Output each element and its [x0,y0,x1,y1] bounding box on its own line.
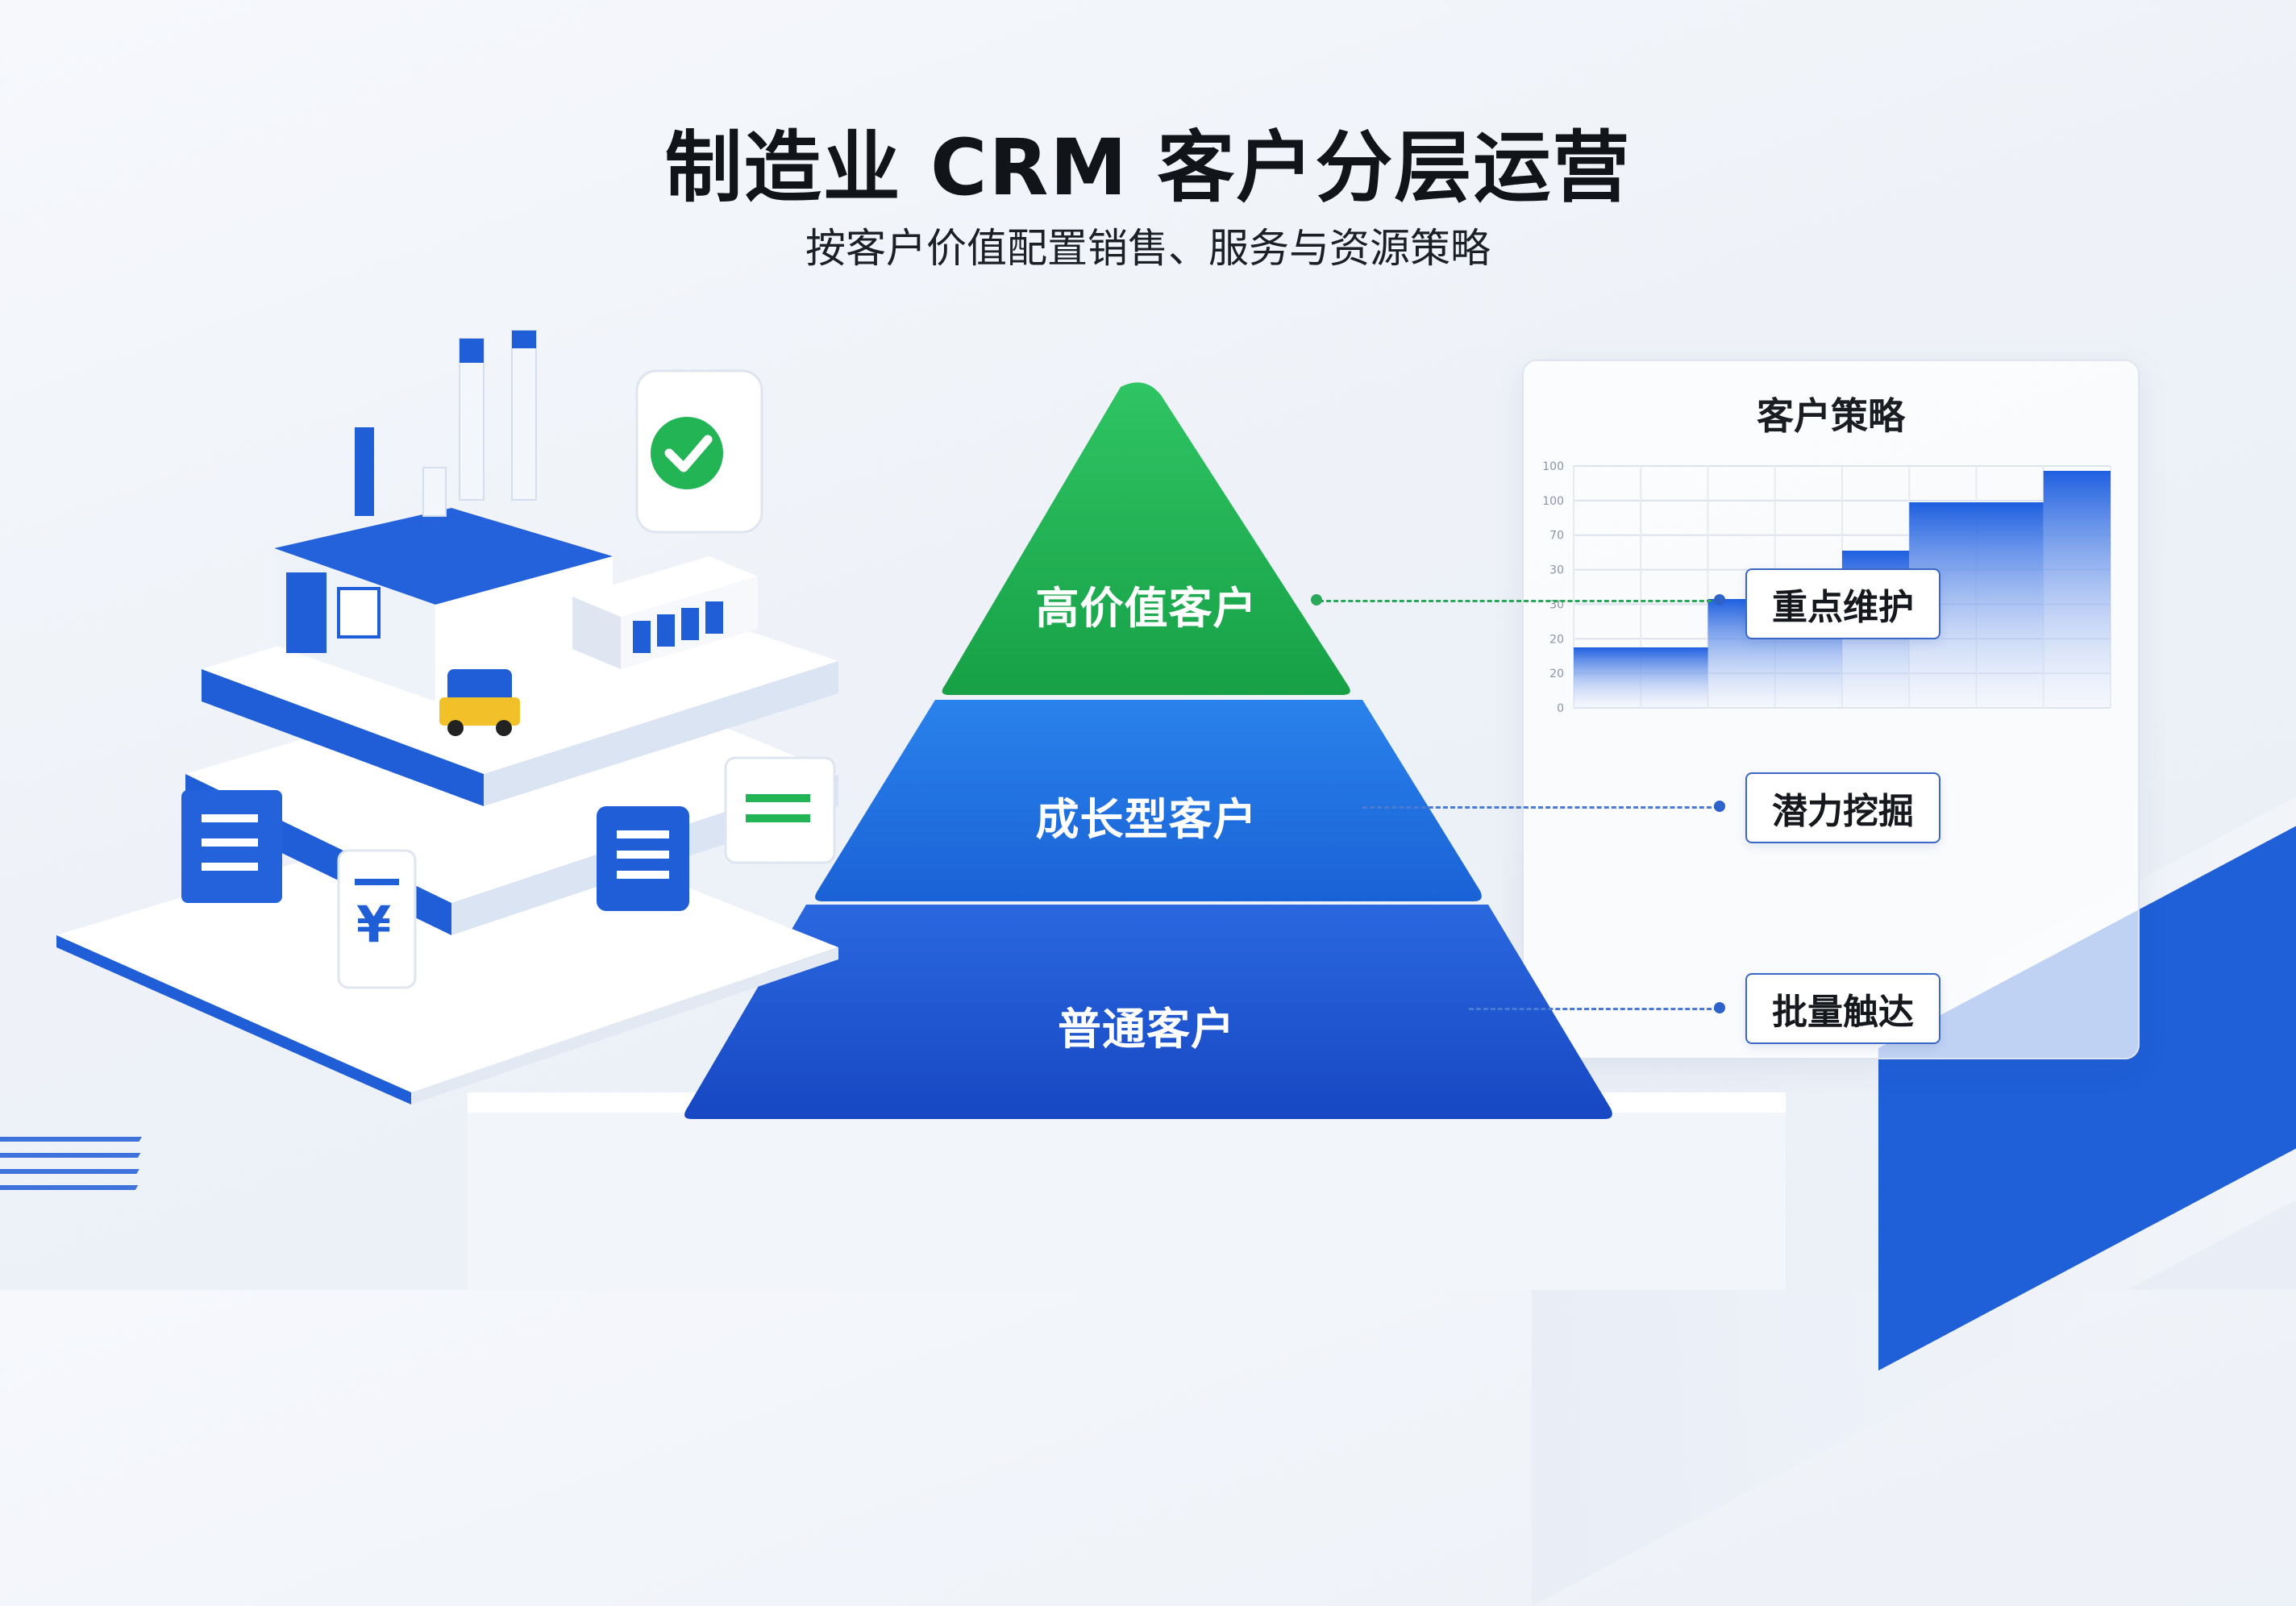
tier-label-high-value: 高价值客户 [1035,583,1258,634]
page-title: 制造业 CRM 客户分层运营 [664,123,1632,213]
chart-tick-label: 20 [1549,633,1564,646]
tier-high-value [942,382,1350,695]
panel-title: 客户策略 [1757,394,1905,438]
chart-step-bar [2043,471,2111,708]
currency-icon: ¥ [356,895,392,954]
chart-step-bar [1574,647,1708,708]
connector-growth [1362,806,1719,809]
chart-tick-label: 100 [1542,460,1564,473]
connector-dot [1311,594,1322,605]
tier-label-growth: 成长型客户 [1035,794,1258,845]
connector-base [1469,1008,1719,1010]
chart-tick-label: 100 [1542,495,1564,508]
connector-dot [1714,1002,1725,1013]
factory-illustration [0,330,838,1190]
pyramid [684,382,1612,1119]
page-subtitle: 按客户价值配置销售、服务与资源策略 [805,225,1491,272]
connector-dot [1714,594,1725,605]
strategy-tag-potential-mining: 潜力挖掘 [1745,772,1940,843]
tier-base [684,905,1612,1119]
strategy-tag-key-maintenance: 重点维护 [1745,568,1940,639]
chart-tick-label: 70 [1549,530,1564,543]
tier-growth [815,700,1482,901]
strategy-panel: 客户策略 [1522,360,2140,1059]
chart-tick-label: 20 [1549,668,1564,680]
connector-high-value [1319,600,1719,602]
strategy-tag-bulk-reach: 批量触达 [1745,973,1940,1044]
pyramid-platform [468,1092,1786,1290]
chart-tick-label: 30 [1549,564,1564,577]
chart-tick-label: 0 [1557,702,1564,715]
connector-dot [1714,801,1725,812]
tier-label-base: 普通客户 [1058,1004,1235,1055]
